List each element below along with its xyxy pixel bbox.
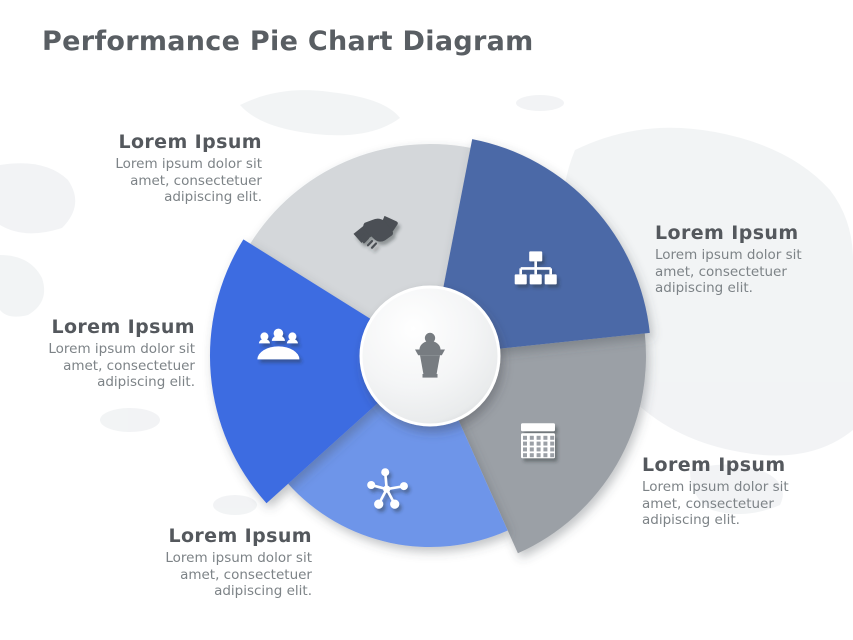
segment-description: Lorem ipsum dolor sit amet, consectetuer… — [48, 341, 195, 390]
segment-description: Lorem ipsum dolor sit amet, consectetuer… — [165, 550, 312, 599]
segment-text-left: Lorem Ipsum Lorem ipsum dolor sit amet, … — [30, 316, 195, 391]
segment-text-top-left: Lorem Ipsum Lorem ipsum dolor sit amet, … — [97, 131, 262, 206]
segment-title: Lorem Ipsum — [168, 525, 312, 547]
segment-title: Lorem Ipsum — [655, 222, 799, 244]
segment-text-bottom-right: Lorem Ipsum Lorem ipsum dolor sit amet, … — [642, 454, 812, 529]
pie-segment-top-right — [430, 139, 650, 356]
segment-description: Lorem ipsum dolor sit amet, consectetuer… — [655, 247, 802, 296]
segment-description: Lorem ipsum dolor sit amet, consectetuer… — [642, 479, 789, 528]
molecule-icon — [367, 468, 408, 509]
segment-text-bottom-left: Lorem Ipsum Lorem ipsum dolor sit amet, … — [147, 525, 312, 600]
podium-speaker-icon — [415, 332, 445, 378]
segment-description: Lorem ipsum dolor sit amet, consectetuer… — [115, 156, 262, 205]
pie-segment-bottom-left — [288, 356, 508, 547]
segment-text-top-right: Lorem Ipsum Lorem ipsum dolor sit amet, … — [655, 222, 825, 297]
segment-title: Lorem Ipsum — [642, 454, 786, 476]
org-chart-icon — [514, 251, 557, 285]
slide-title: Performance Pie Chart Diagram — [42, 26, 534, 57]
segment-title: Lorem Ipsum — [51, 316, 195, 338]
segment-title: Lorem Ipsum — [118, 131, 262, 153]
meeting-icon — [257, 328, 300, 360]
handshake-icon — [353, 215, 398, 249]
calendar-icon — [521, 423, 555, 459]
pie-segment-left — [209, 239, 430, 504]
